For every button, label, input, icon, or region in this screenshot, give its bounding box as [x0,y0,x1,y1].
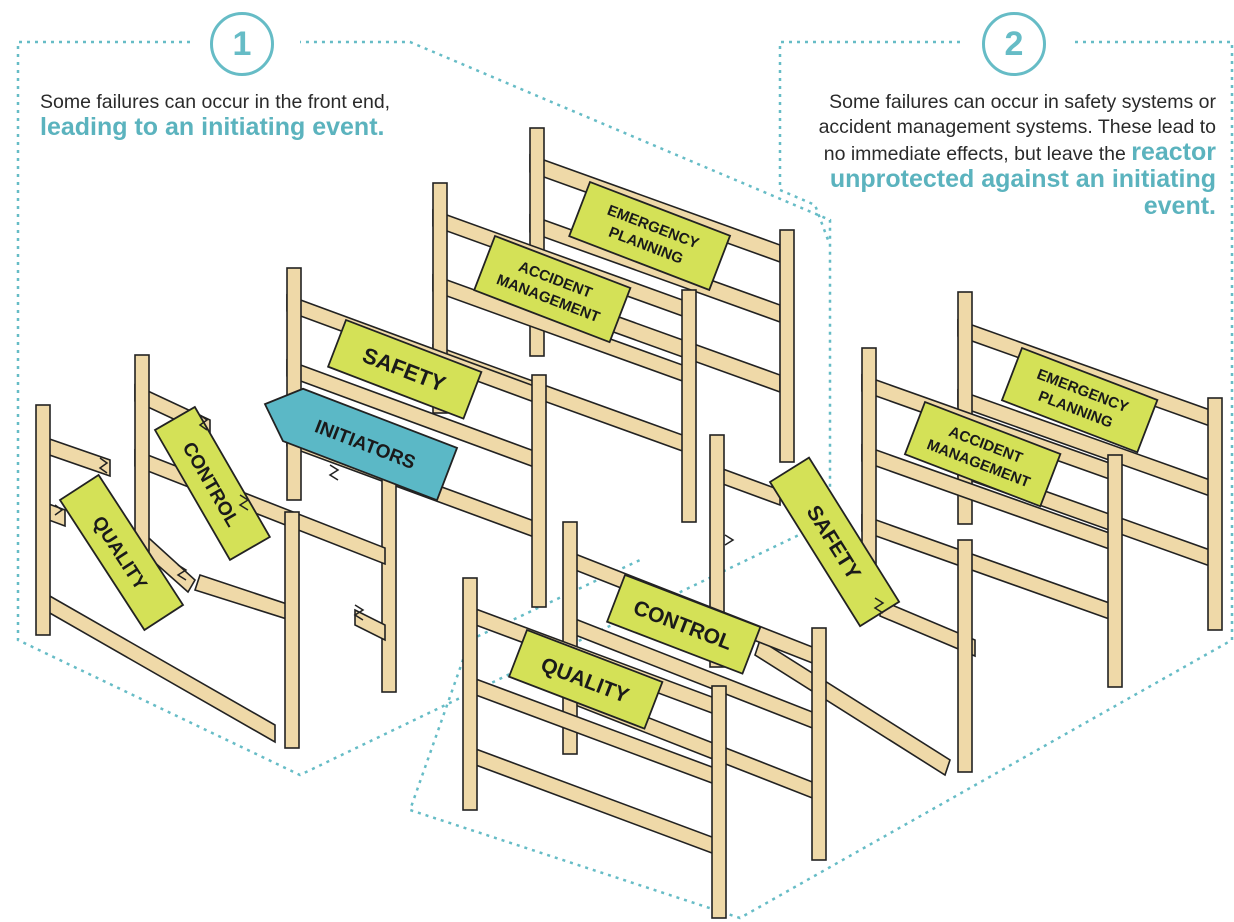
step-2-badge: 2 [982,12,1046,76]
panel2-caption: Some failures can occur in safety system… [800,90,1216,221]
fence-quality-left [35,404,276,744]
panel2-caption-text: Some failures can occur in safety system… [818,91,1216,165]
panel2-outline [778,40,960,241]
sign-control-right: CONTROL [605,573,762,675]
panel1-caption-highlight: leading to an initiating event. [40,113,385,141]
sign-control-left: CONTROL [153,405,272,562]
sign-emergency-planning-right: EMERGENCY PLANNING [1000,346,1159,454]
panel1-caption-text: Some failures can occur in the front end… [40,91,391,113]
step-1-badge: 1 [210,12,274,76]
fence-safety-right [709,434,976,777]
panel2-outline-right [408,40,1234,920]
sign-emergency-planning-left: EMERGENCY PLANNING [568,180,732,292]
panel1-caption: Some failures can occur in the front end… [40,90,460,142]
break-marks [54,414,885,621]
panel2-caption-highlight: reactor unprotected against an initiatin… [829,138,1216,220]
